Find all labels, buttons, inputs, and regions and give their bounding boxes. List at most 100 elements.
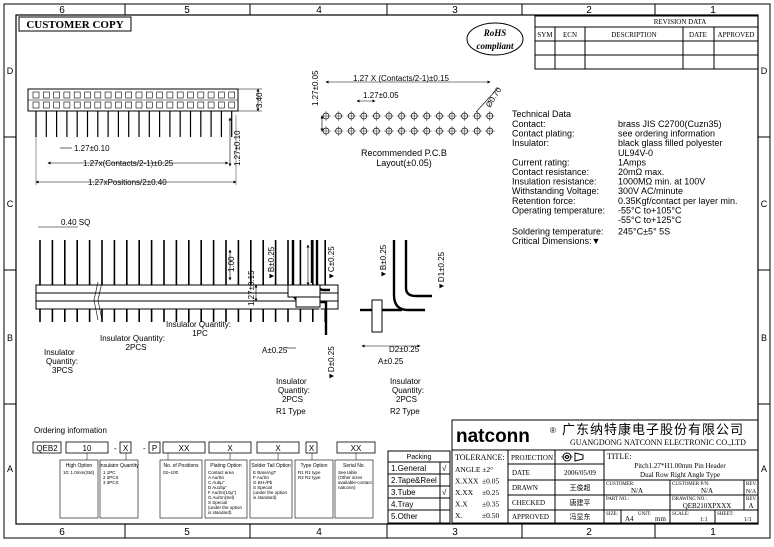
tolerance-key: X.X: [455, 500, 468, 509]
side-ins3-label2: Quantity:: [46, 357, 78, 366]
ordering-desc-line: is standard): [208, 510, 232, 515]
ordering-desc-line: S Special: [253, 485, 272, 490]
ordering-desc-line: 2 2PCS: [103, 475, 119, 480]
projection-label: PROJECTION: [511, 454, 553, 462]
rev-value-1: N/A: [746, 489, 757, 495]
tolerance-value: ±0.35: [482, 500, 499, 509]
tolerance-key: X.: [455, 511, 462, 520]
front-pin-top: [197, 91, 205, 99]
side-dim-pitch: 1.27±0.15: [247, 270, 256, 306]
top-col-label: 5: [184, 5, 190, 16]
customer-pn-label: CUSTOMER P/N:: [672, 482, 710, 487]
right-row-label: D: [761, 66, 768, 76]
tech-row-value: 300V AC/minute: [618, 186, 683, 196]
size-label: SIZE:: [606, 512, 618, 517]
tech-row-value: brass JIS C2700(Cuzn35): [618, 119, 722, 129]
front-pin-bottom: [197, 101, 205, 109]
packing-item-label: 5.Other: [391, 512, 418, 521]
ordering-desc-line: S Special: [208, 500, 227, 505]
ordering-desc-title: Plating Option: [210, 463, 242, 469]
checked-label: CHECKED: [512, 499, 545, 507]
customer-value: N/A: [631, 487, 643, 495]
front-pin-bottom: [73, 101, 81, 109]
ordering-desc-title: Serial No.: [343, 463, 365, 469]
ordering-desc-line: 10: 1.0mm(Std): [63, 470, 95, 475]
revision-table: REVISION DATA SYM ECN DESCRIPTION DATE A…: [534, 15, 759, 70]
bottom-col-label: 3: [452, 527, 458, 538]
ordering-title: Ordering information: [34, 426, 107, 435]
r2-type-label: R2 Type: [390, 407, 420, 416]
front-pin-top: [176, 91, 184, 99]
scale-value: 1:1: [700, 517, 708, 523]
ordering-desc-line: R2 R2 type: [298, 475, 321, 480]
customer-label: CUSTOMER:: [606, 482, 635, 487]
ordering-desc-line: (under the option: [253, 490, 288, 495]
r1-dim-a: A±0.25: [262, 346, 288, 355]
ordering-code: X: [309, 444, 315, 453]
tolerance-key: X.XX: [455, 488, 474, 497]
tech-row-label: Critical Dimensions:▼: [512, 236, 600, 246]
front-pin-bottom: [63, 101, 71, 109]
ordering-code-box: [119, 441, 132, 454]
tech-row-label: Operating temperature:: [512, 205, 605, 215]
ordering-desc-title: Insulator Quantity: [99, 463, 139, 469]
sheet-value: 1/1: [744, 517, 752, 523]
ordering-sep: -: [143, 444, 146, 453]
tech-row-label: Retention force:: [512, 196, 576, 206]
ordering-desc-line: D Au15μ": [208, 485, 227, 490]
ordering-code-box: [148, 441, 161, 454]
front-pin-top: [166, 91, 174, 99]
tech-row-label: Insulation resistance:: [512, 177, 597, 187]
r2-ins-label2: Quantity:: [392, 386, 424, 395]
checked-value: 唐建平: [570, 498, 591, 507]
front-dim-contacts: 1.27x(Contacts/2-1)±0.25: [83, 159, 174, 168]
tolerance-key: X.XXX: [455, 477, 479, 486]
front-pin-top: [187, 91, 194, 99]
front-pin-bottom: [218, 101, 225, 109]
front-pin-bottom: [94, 101, 102, 109]
drawing-no-value: QEB210XPXXX: [683, 502, 732, 510]
ordering-desc-line: Contact area: [208, 470, 234, 475]
company-reg: ®: [550, 426, 556, 435]
drawn-label: DRAWN: [512, 484, 538, 492]
projection-symbol-icon: [561, 452, 584, 462]
front-pin-top: [146, 91, 153, 99]
ordering-desc-line: A Au/Sn: [208, 475, 225, 480]
revision-header: APPROVED: [718, 31, 755, 39]
left-row-label: B: [7, 333, 13, 343]
drawn-value: 王俊超: [570, 483, 591, 492]
tech-row-label: Contact:: [512, 119, 546, 129]
sheet-label: SHEET:: [717, 512, 734, 517]
left-row-label: D: [7, 66, 14, 76]
rohs-badge: RoHS compliant: [466, 22, 524, 56]
ordering-code: X: [227, 444, 233, 453]
packing-item-label: 1.General: [391, 464, 426, 473]
ordering-desc-line: is standard): [253, 495, 277, 500]
front-pin-bottom: [42, 101, 50, 109]
unit-label: UNIT:: [638, 512, 651, 517]
ordering-desc-line: 3 3PCS: [103, 480, 119, 485]
front-pin-bottom: [228, 101, 235, 109]
ordering-code-box: [32, 441, 62, 454]
ordering-code: XX: [351, 444, 362, 453]
front-pin-top: [218, 91, 225, 99]
rev-label-1: REV.: [746, 482, 757, 487]
ordering-desc-line: G BH-/Pb: [253, 480, 273, 485]
ordering-code: X: [275, 444, 281, 453]
rohs-line2: compliant: [476, 41, 514, 51]
r1-ins-label: Insulator: [276, 377, 307, 386]
top-col-label: 2: [586, 5, 592, 16]
packing-item-mark: √: [442, 464, 447, 473]
pcb-layout: 1.27 X (Contacts/2-1)±0.15 1.27±0.05 1.2…: [311, 70, 504, 168]
tech-row-label: Contact plating:: [512, 129, 575, 139]
top-col-label: 4: [316, 5, 322, 16]
customer-copy-box: [18, 16, 132, 32]
ordering-desc-line: See table: [338, 470, 358, 475]
company-name-cn: 广东纳特康电子股份有限公司: [562, 422, 744, 437]
right-row-label: A: [761, 464, 767, 474]
side-ins1-label: Insulator Quantity:: [166, 320, 231, 329]
r2-dim-b: ▼B±0.25: [379, 244, 388, 278]
ordering-desc-title: No. of Positions: [163, 463, 199, 469]
front-pin-bottom: [135, 101, 143, 109]
